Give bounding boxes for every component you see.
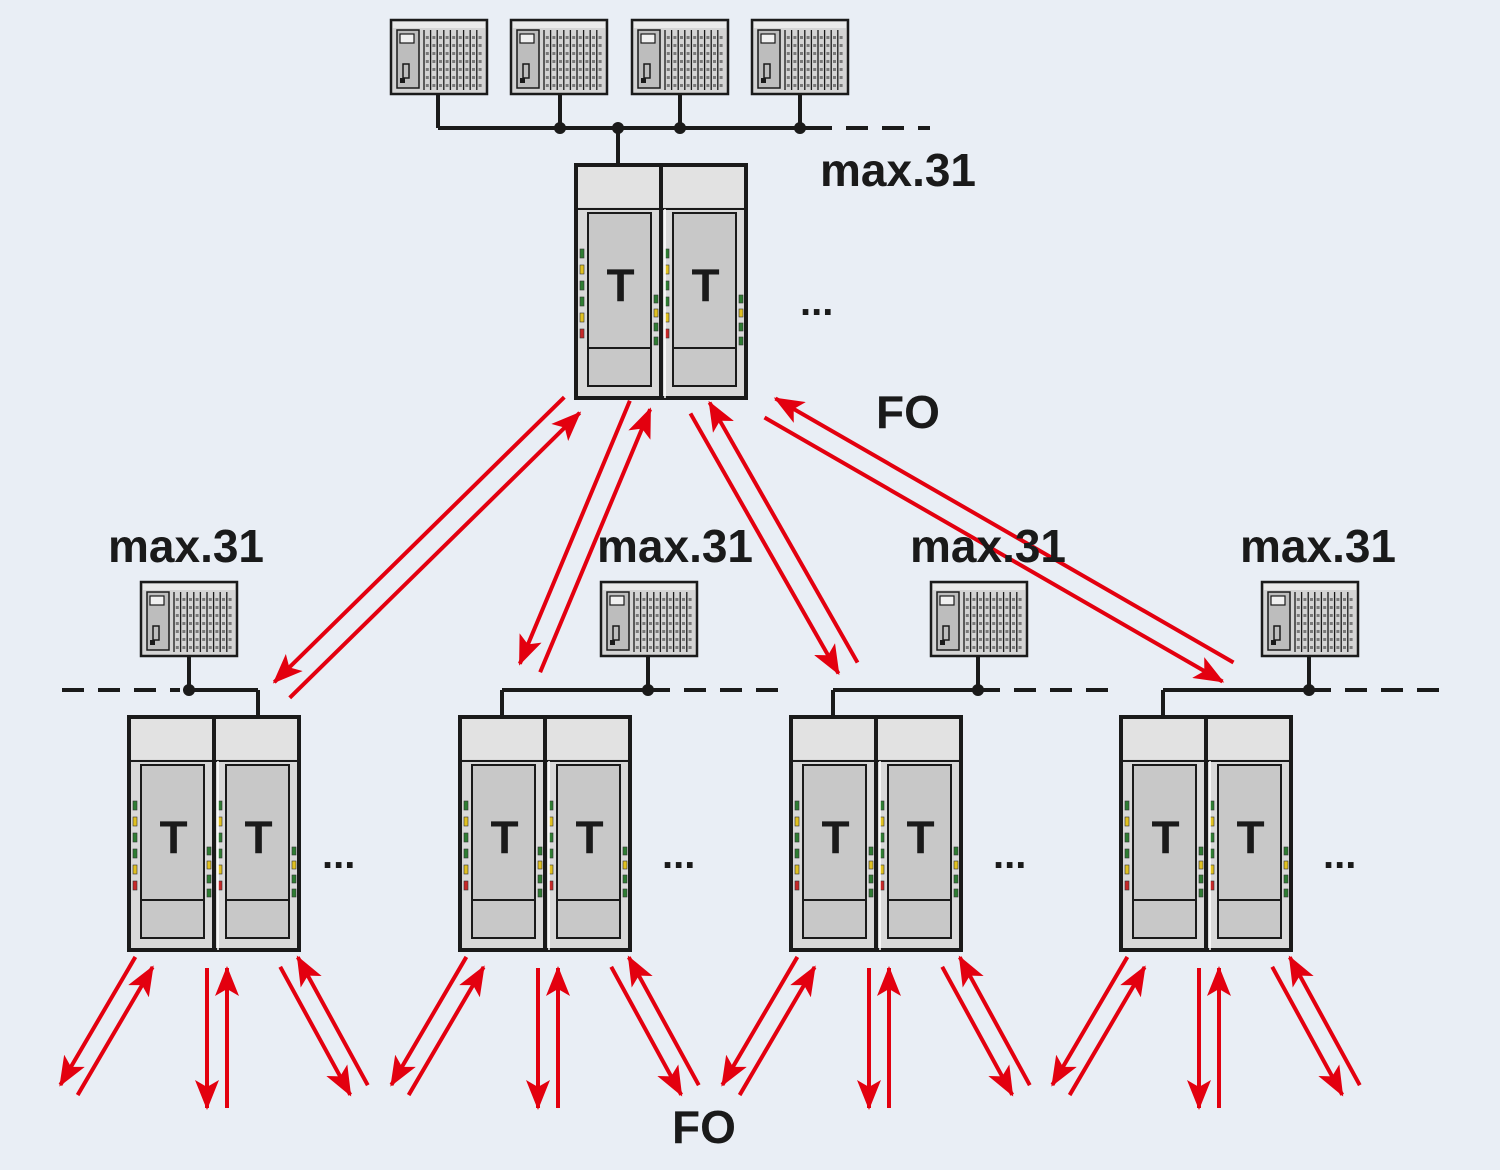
bidirectional-fiber-arrow-icon (763, 396, 1235, 684)
terminal-letter: T (575, 812, 603, 864)
io-station-icon (389, 18, 489, 96)
bidirectional-fiber-arrow-icon (518, 399, 652, 674)
ellipsis-1: ... (322, 833, 355, 877)
terminal-letter: T (244, 812, 272, 864)
ellipsis-2: ... (662, 833, 695, 877)
bidirectional-fiber-arrow-icon (857, 966, 901, 1110)
ellipsis-3: ... (993, 833, 1026, 877)
ellipsis-4: ... (1323, 833, 1356, 877)
terminal-letter: T (1151, 812, 1179, 864)
bus-junction-icon (642, 684, 654, 696)
max-label-3: max.31 (910, 520, 1066, 572)
bidirectional-fiber-arrow-icon (1270, 955, 1362, 1097)
io-station-icon (929, 580, 1029, 658)
bidirectional-fiber-arrow-icon (609, 955, 701, 1097)
bidirectional-fiber-arrow-icon (58, 955, 155, 1097)
bus-junction-icon (972, 684, 984, 696)
max-label-2: max.31 (597, 520, 753, 572)
bidirectional-fiber-arrow-icon (526, 966, 570, 1110)
bus-lines (62, 94, 1439, 717)
bidirectional-fiber-arrow-icon (720, 955, 817, 1097)
io-station-icon (509, 18, 609, 96)
io-station-icon (750, 18, 850, 96)
bidirectional-fiber-arrow-icon (389, 955, 486, 1097)
max-label-1: max.31 (108, 520, 264, 572)
bidirectional-fiber-arrow-icon (940, 955, 1032, 1097)
terminal-letter: T (691, 260, 719, 312)
top-ellipsis: ... (800, 280, 833, 324)
bidirectional-fiber-arrow-icon (278, 955, 370, 1097)
bus-junction-icon (674, 122, 686, 134)
fo-label-top: FO (876, 386, 940, 438)
max-label-4: max.31 (1240, 520, 1396, 572)
terminal-letter: T (821, 812, 849, 864)
terminal-letter: T (159, 812, 187, 864)
io-station-icon (599, 580, 699, 658)
terminal-letter: T (1236, 812, 1264, 864)
fiber-optic-arrows (58, 395, 1362, 1110)
bidirectional-fiber-arrow-icon (195, 966, 239, 1110)
terminal-letter: T (606, 260, 634, 312)
bus-junction-icon (183, 684, 195, 696)
bus-junction-icon (1303, 684, 1315, 696)
terminal-letter: T (906, 812, 934, 864)
io-station-icon (1260, 580, 1360, 658)
bus-junction-icon (794, 122, 806, 134)
bidirectional-fiber-arrow-icon (1050, 955, 1147, 1097)
io-station-icon (630, 18, 730, 96)
terminal-letter: T (490, 812, 518, 864)
bidirectional-fiber-arrow-icon (1187, 966, 1231, 1110)
io-station-icon (139, 580, 239, 658)
bidirectional-fiber-arrow-icon (272, 395, 582, 700)
bidirectional-fiber-arrow-icon (688, 400, 860, 676)
bus-junction-icon (554, 122, 566, 134)
io-stations (139, 18, 1360, 658)
fo-label-bottom: FO (672, 1101, 736, 1153)
top-max-label: max.31 (820, 144, 976, 196)
